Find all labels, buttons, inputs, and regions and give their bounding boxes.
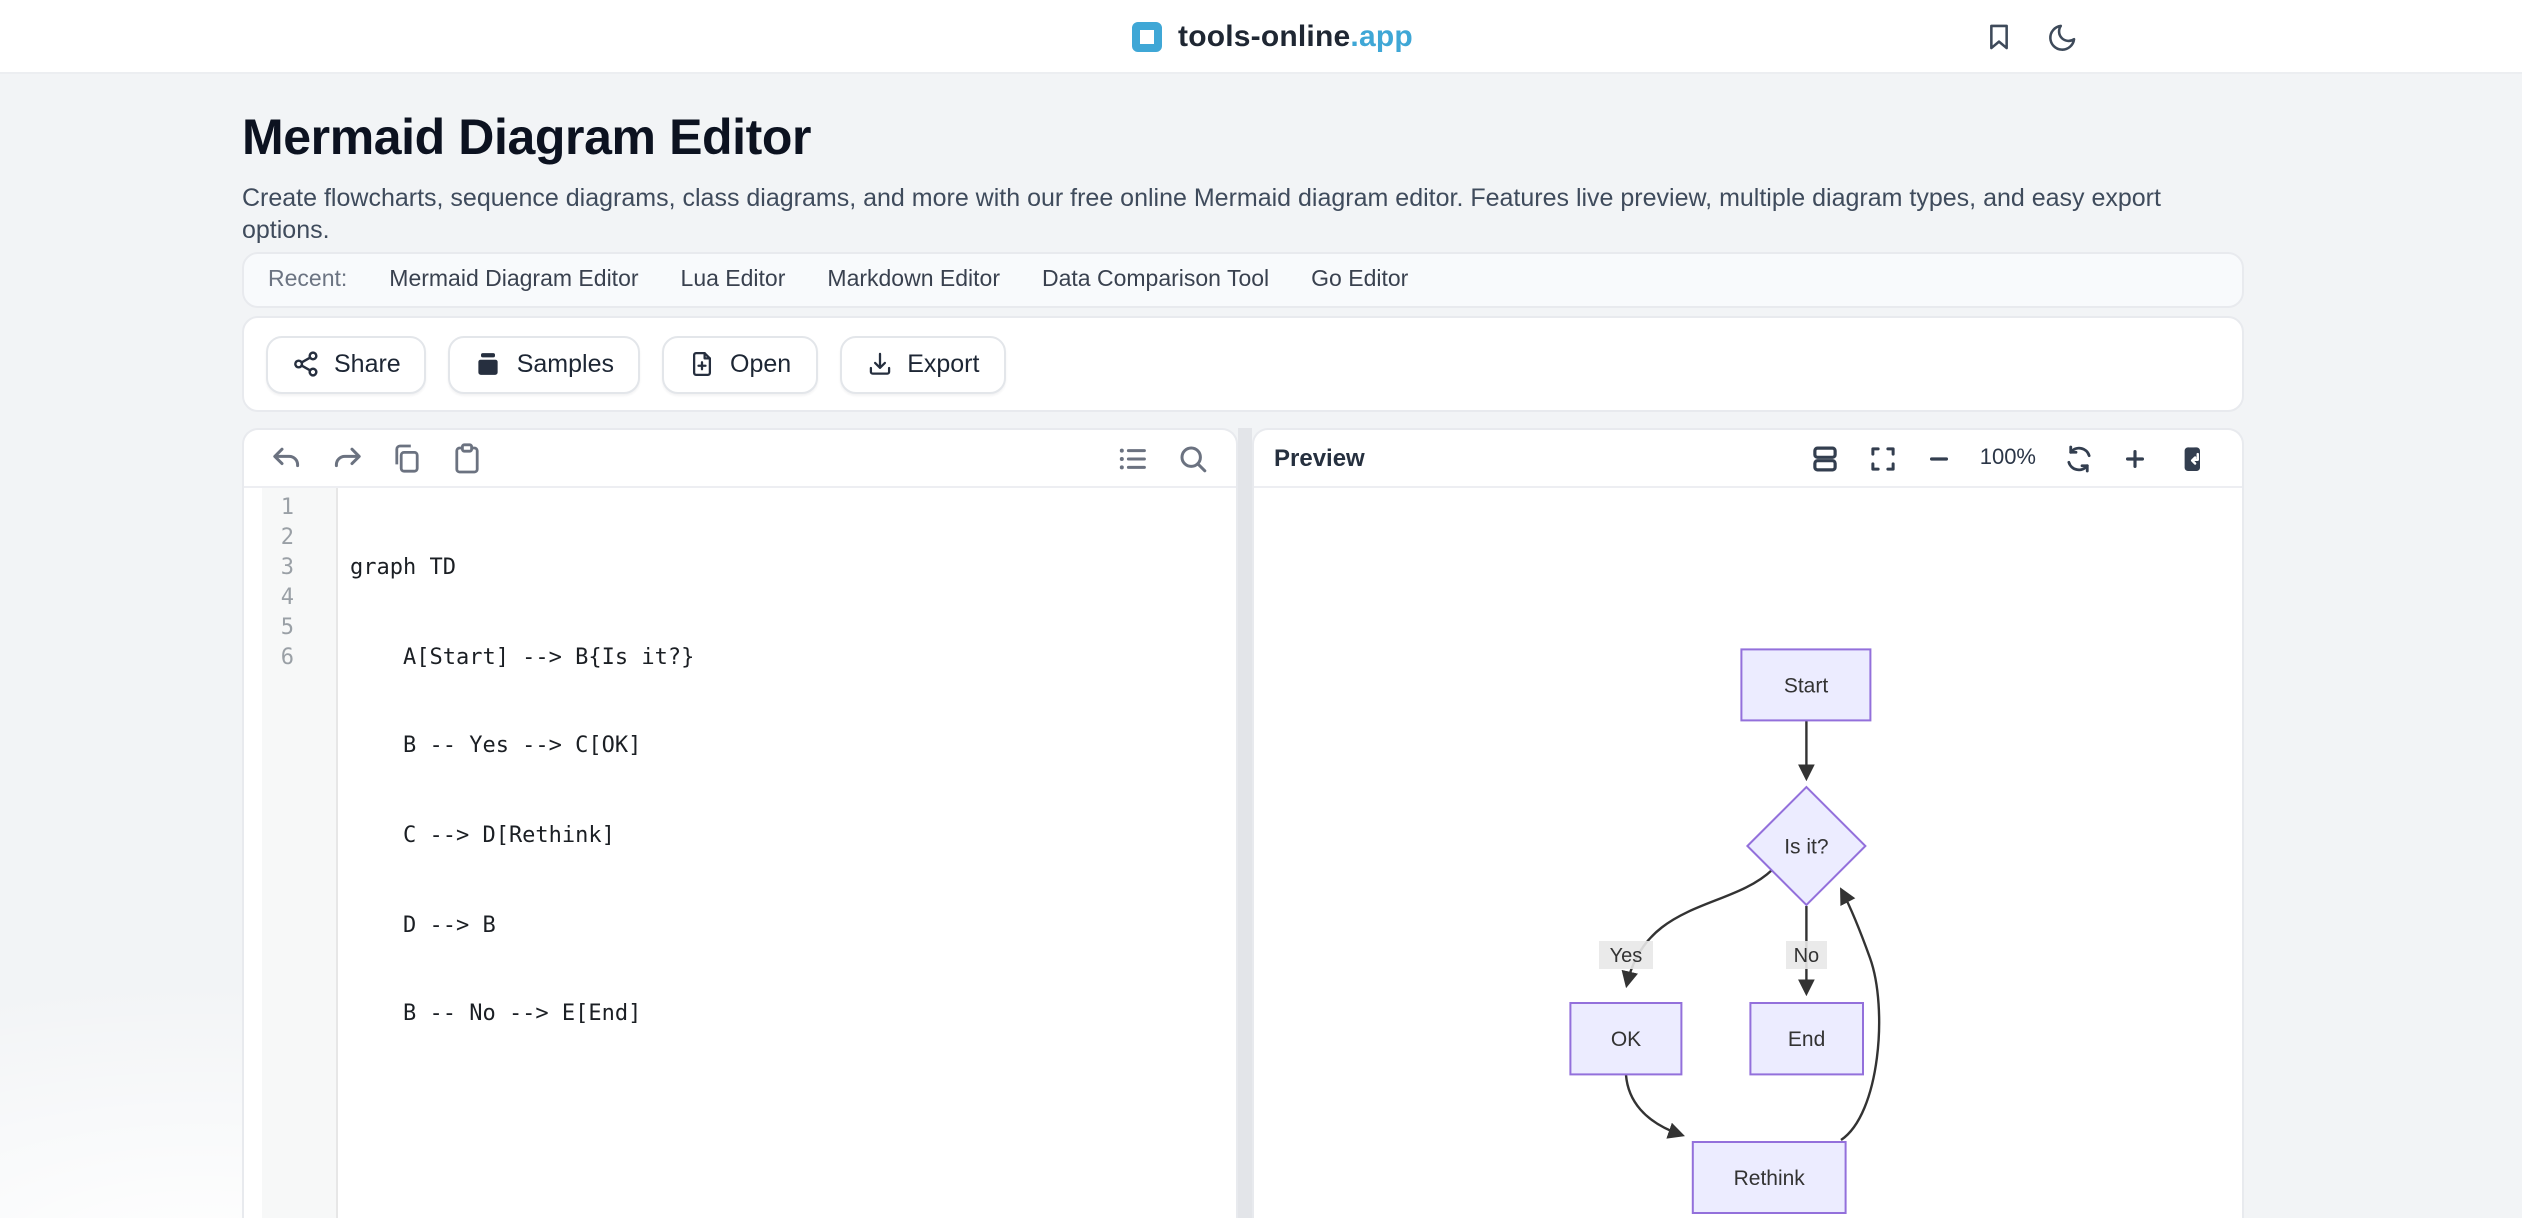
recent-link-mermaid[interactable]: Mermaid Diagram Editor bbox=[389, 268, 639, 292]
share-button-label: Share bbox=[334, 350, 401, 378]
node-rethink[interactable] bbox=[1691, 1141, 1847, 1214]
header-actions bbox=[1982, 0, 2080, 72]
line-number: 6 bbox=[280, 643, 294, 670]
hero: Mermaid Diagram Editor Create flowcharts… bbox=[242, 110, 2244, 246]
workspace: 1 2 3 4 5 6 graph TD A[Start] --> B{Is i… bbox=[242, 428, 2244, 1218]
preview-controls: 100% bbox=[1810, 443, 2206, 473]
mermaid-flowchart: Yes No Start Is it? OK End bbox=[1569, 648, 1881, 1214]
open-button[interactable]: Open bbox=[662, 335, 818, 393]
copy-icon[interactable] bbox=[390, 441, 424, 475]
recent-link-lua[interactable]: Lua Editor bbox=[680, 268, 786, 292]
actions-toolbar: Share Samples Open Export bbox=[242, 316, 2244, 412]
open-button-label: Open bbox=[730, 350, 792, 378]
node-end[interactable] bbox=[1749, 1002, 1864, 1076]
line-number: 4 bbox=[280, 583, 294, 610]
export-image-icon[interactable] bbox=[2176, 443, 2206, 473]
zoom-out-icon[interactable] bbox=[1926, 445, 1952, 471]
recent-link-markdown[interactable]: Markdown Editor bbox=[827, 268, 1000, 292]
edge-label-no: No bbox=[1794, 945, 1820, 967]
outline-list-icon[interactable] bbox=[1116, 441, 1150, 475]
preview-title: Preview bbox=[1274, 444, 1365, 472]
share-icon bbox=[294, 351, 318, 377]
header: tools-online.app bbox=[0, 0, 2522, 74]
edge-label-yes-bg bbox=[1599, 941, 1653, 969]
brand-name-main: tools-online bbox=[1178, 19, 1351, 53]
dark-mode-moon-icon[interactable] bbox=[2046, 19, 2080, 53]
code-line: A[Start] --> B{Is it?} bbox=[350, 643, 695, 670]
edge-label-no-bg bbox=[1786, 941, 1827, 969]
export-download-icon bbox=[868, 352, 890, 375]
recent-link-data-comparison[interactable]: Data Comparison Tool bbox=[1042, 268, 1270, 292]
edge-labels: Yes No bbox=[1599, 941, 1827, 969]
edge-label-yes: Yes bbox=[1610, 945, 1643, 967]
edge-rethink-to-decision bbox=[1840, 887, 1881, 1141]
node-ok[interactable] bbox=[1569, 1002, 1683, 1076]
flowchart-edges bbox=[1621, 720, 1881, 1141]
node-end-label: End bbox=[1788, 1028, 1825, 1051]
brand-logo-icon bbox=[1132, 21, 1162, 51]
line-number-gutter: 1 2 3 4 5 6 bbox=[262, 488, 338, 1218]
preview-panel: Preview 100% bbox=[1252, 428, 2244, 1218]
editor-panel: 1 2 3 4 5 6 graph TD A[Start] --> B{Is i… bbox=[242, 428, 1238, 1218]
open-file-icon bbox=[692, 352, 712, 376]
code-content[interactable]: graph TD A[Start] --> B{Is it?} B -- Yes… bbox=[338, 488, 1236, 1218]
paste-clipboard-icon[interactable] bbox=[450, 441, 484, 475]
brand-name-tld: .app bbox=[1350, 19, 1413, 53]
node-start-label: Start bbox=[1784, 675, 1829, 698]
node-start[interactable] bbox=[1740, 648, 1872, 722]
samples-button[interactable]: Samples bbox=[448, 335, 640, 393]
flowchart-nodes: Start Is it? OK End Rethink bbox=[1569, 648, 1872, 1214]
editor-left-pad bbox=[244, 488, 262, 1218]
line-number: 2 bbox=[280, 523, 294, 550]
undo-icon[interactable] bbox=[270, 441, 304, 475]
code-line: C --> D[Rethink] bbox=[350, 821, 615, 848]
recent-label: Recent: bbox=[268, 268, 348, 292]
page-title: Mermaid Diagram Editor bbox=[242, 110, 812, 166]
export-button-label: Export bbox=[907, 350, 980, 378]
line-number: 5 bbox=[280, 613, 294, 640]
editor-toolbar bbox=[244, 430, 1236, 488]
panel-resize-splitter[interactable] bbox=[1238, 428, 1252, 1218]
layout-rows-icon[interactable] bbox=[1810, 443, 1840, 473]
code-line: B -- Yes --> C[OK] bbox=[350, 732, 642, 759]
fullscreen-icon[interactable] bbox=[1868, 443, 1898, 473]
samples-button-label: Samples bbox=[516, 350, 614, 378]
page-description: Create flowcharts, sequence diagrams, cl… bbox=[242, 184, 2161, 244]
bookmark-icon[interactable] bbox=[1982, 19, 2016, 53]
redo-icon[interactable] bbox=[330, 441, 364, 475]
line-number: 3 bbox=[280, 553, 294, 580]
brand[interactable]: tools-online.app bbox=[1132, 0, 1413, 72]
preview-toolbar: Preview 100% bbox=[1254, 430, 2242, 488]
code-editor[interactable]: 1 2 3 4 5 6 graph TD A[Start] --> B{Is i… bbox=[244, 488, 1236, 1218]
zoom-in-icon[interactable] bbox=[2122, 445, 2148, 471]
brand-name: tools-online.app bbox=[1178, 19, 1413, 53]
export-button[interactable]: Export bbox=[839, 335, 1006, 393]
code-line: graph TD bbox=[350, 553, 456, 580]
code-line: B -- No --> E[End] bbox=[350, 1000, 642, 1027]
samples-stack-icon bbox=[479, 353, 499, 375]
recent-bar: Recent: Mermaid Diagram Editor Lua Edito… bbox=[242, 252, 2244, 308]
node-decision-label: Is it? bbox=[1784, 836, 1828, 859]
code-line: D --> B bbox=[350, 911, 496, 938]
recent-link-go[interactable]: Go Editor bbox=[1311, 268, 1409, 292]
node-ok-label: OK bbox=[1611, 1028, 1641, 1051]
node-rethink-label: Rethink bbox=[1734, 1167, 1806, 1190]
share-button[interactable]: Share bbox=[266, 335, 427, 393]
line-number: 1 bbox=[280, 494, 294, 520]
refresh-icon[interactable] bbox=[2064, 443, 2094, 473]
node-decision[interactable] bbox=[1745, 785, 1867, 907]
diagram-canvas[interactable]: Yes No Start Is it? OK End bbox=[1254, 488, 2242, 1218]
edge-ok-to-rethink bbox=[1624, 1074, 1685, 1139]
search-icon[interactable] bbox=[1176, 441, 1210, 475]
zoom-level-value[interactable]: 100% bbox=[1979, 446, 2036, 470]
